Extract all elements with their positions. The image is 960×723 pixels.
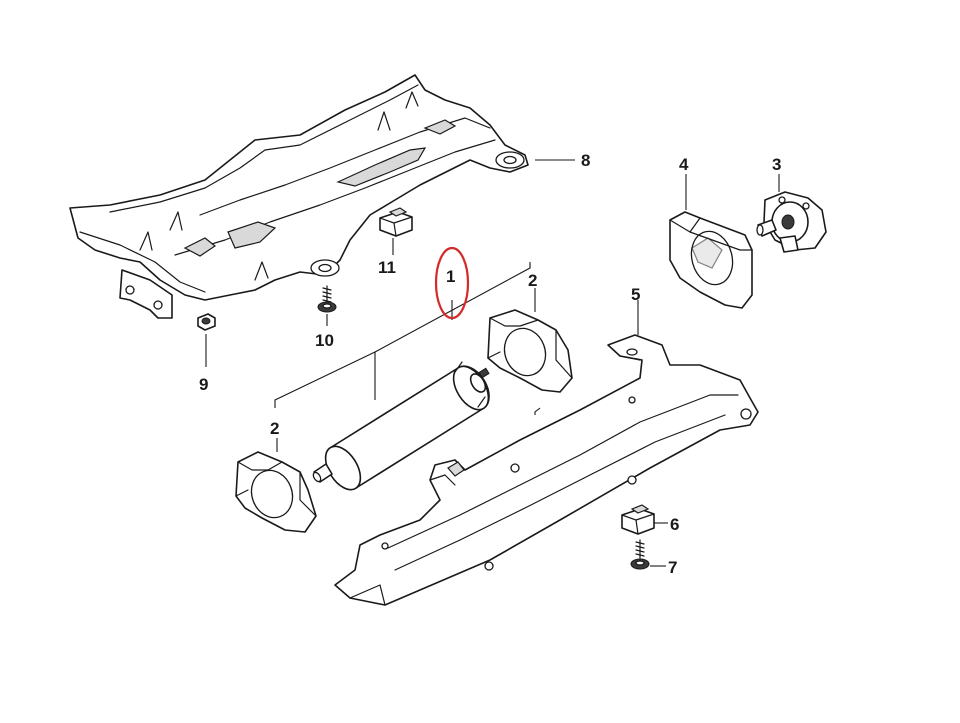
part-6-clip[interactable] [621, 504, 655, 535]
part-8-underbody-shield[interactable] [69, 74, 529, 319]
callout-1-highlight [434, 246, 470, 320]
part-10-screw[interactable] [317, 285, 337, 313]
callout-5: 5 [631, 285, 640, 304]
part-2-clamp-upper[interactable] [487, 309, 573, 393]
callout-2-upper: 2 [528, 271, 537, 290]
callout-10: 10 [315, 331, 334, 350]
part-5-protective-plate[interactable] [334, 334, 759, 606]
callout-7: 7 [668, 558, 677, 577]
callout-6: 6 [670, 515, 679, 534]
callout-1: 1 [446, 267, 455, 286]
callout-11: 11 [378, 258, 396, 277]
callout-4: 4 [679, 155, 689, 174]
part-7-screw[interactable] [630, 539, 650, 570]
part-2-clamp-lower[interactable] [235, 451, 317, 533]
callout-8: 8 [581, 151, 590, 170]
part-4-bracket[interactable] [669, 211, 753, 309]
part-3-valve[interactable] [756, 191, 827, 253]
part-9-nut[interactable] [197, 313, 216, 331]
callout-2-lower: 2 [270, 419, 279, 438]
part-1-cylinder[interactable] [312, 360, 496, 496]
part-11-clip[interactable] [379, 207, 413, 237]
callout-3: 3 [772, 155, 781, 174]
callout-9: 9 [199, 375, 208, 394]
